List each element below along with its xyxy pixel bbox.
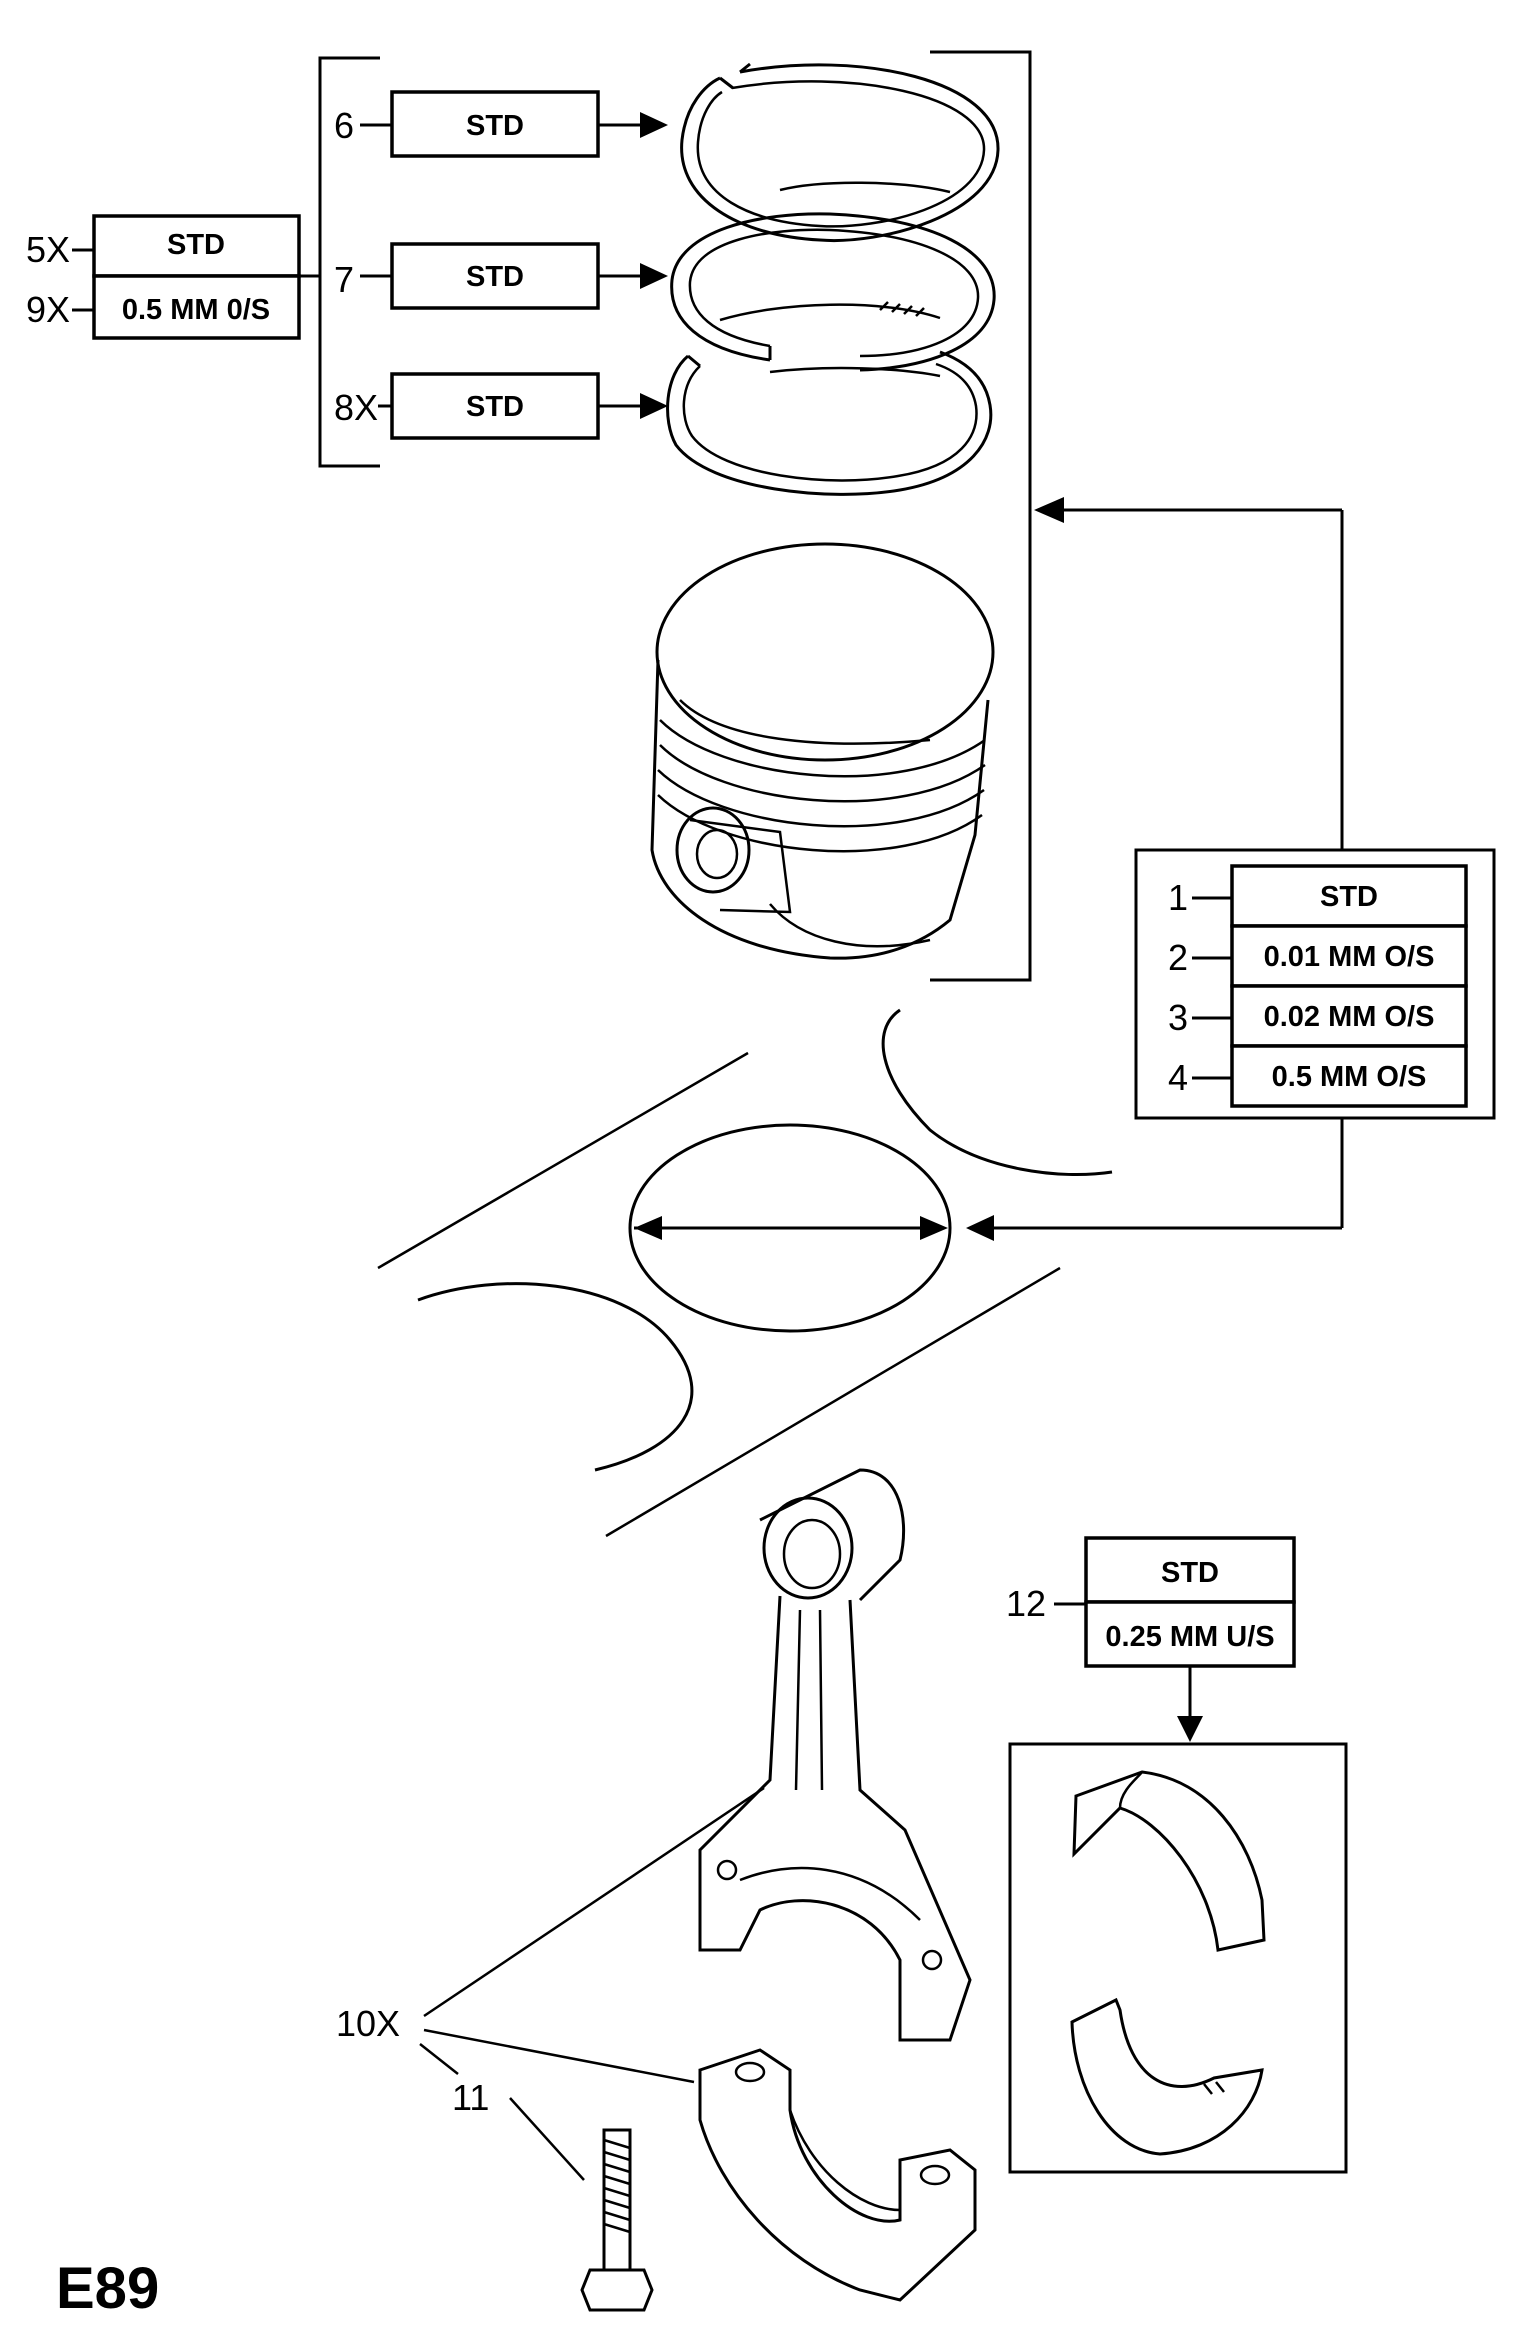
lower-bearing-shell bbox=[1070, 1997, 1264, 2156]
spec-box-1 bbox=[1230, 864, 1468, 928]
connecting-rod-cap bbox=[698, 2048, 977, 2302]
piston-group-bracket bbox=[930, 50, 1032, 982]
spec-12a: STD bbox=[1161, 1557, 1219, 1589]
ref-10x: 10X bbox=[336, 2003, 400, 2044]
ref-5x: 5X bbox=[26, 229, 70, 270]
ref-12: 12 bbox=[1006, 1583, 1046, 1624]
spec-box-3 bbox=[1230, 984, 1468, 1048]
spec-box-5x bbox=[92, 214, 301, 278]
piston bbox=[650, 542, 995, 960]
ref-7: 7 bbox=[334, 259, 354, 300]
bearing-shells-box bbox=[1008, 1742, 1348, 2174]
ring-group-bracket bbox=[318, 56, 380, 468]
ref-1: 1 bbox=[1168, 877, 1188, 918]
callout-5x-9x: 5X 9X STD 0.5 MM 0/S bbox=[26, 214, 320, 340]
second-compression-ring bbox=[670, 212, 996, 372]
ref-4: 4 bbox=[1168, 1057, 1188, 1098]
rod-bolt bbox=[580, 2128, 654, 2312]
callout-12: 12 STD 0.25 MM U/S bbox=[1006, 1536, 1296, 1742]
ref-6: 6 bbox=[334, 105, 354, 146]
piston-size-box: 1 2 3 4 STD 0.01 MM O/S 0.02 MM O/S 0.5 … bbox=[1134, 848, 1496, 1120]
callout-10x-11: 10X 11 bbox=[336, 1786, 765, 2181]
spec-7: STD bbox=[466, 261, 524, 293]
ref-2: 2 bbox=[1168, 937, 1188, 978]
spec-box-4 bbox=[1230, 1044, 1468, 1108]
cylinder-block-deck bbox=[377, 1008, 1113, 1538]
spec-box-8x bbox=[390, 372, 600, 440]
connecting-rod bbox=[698, 1468, 972, 2042]
oil-control-ring bbox=[666, 350, 993, 496]
spec-6: STD bbox=[466, 110, 524, 142]
callout-7: 7 STD bbox=[334, 242, 668, 310]
diagram-code: E89 bbox=[56, 2256, 159, 2321]
ref-11: 11 bbox=[452, 2077, 489, 2118]
spec-3: 0.02 MM O/S bbox=[1264, 1001, 1435, 1033]
spec-5x: STD bbox=[167, 229, 225, 261]
upper-bearing-shell bbox=[1072, 1770, 1266, 1952]
spec-12b: 0.25 MM U/S bbox=[1105, 1621, 1274, 1653]
piston-size-connector bbox=[966, 497, 1344, 1241]
spec-2: 0.01 MM O/S bbox=[1264, 941, 1435, 973]
callout-8x: 8X STD bbox=[334, 372, 668, 440]
callout-6: 6 STD bbox=[334, 90, 668, 158]
ref-3: 3 bbox=[1168, 997, 1188, 1038]
ref-8x: 8X bbox=[334, 387, 378, 428]
spec-1: STD bbox=[1320, 881, 1378, 913]
spec-8x: STD bbox=[466, 391, 524, 423]
spec-4: 0.5 MM O/S bbox=[1272, 1061, 1427, 1093]
spec-box-9x bbox=[92, 274, 301, 340]
spec-box-2 bbox=[1230, 924, 1468, 988]
ref-9x: 9X bbox=[26, 289, 70, 330]
spec-9x: 0.5 MM 0/S bbox=[122, 294, 270, 326]
cylinder-bore bbox=[628, 1123, 952, 1333]
